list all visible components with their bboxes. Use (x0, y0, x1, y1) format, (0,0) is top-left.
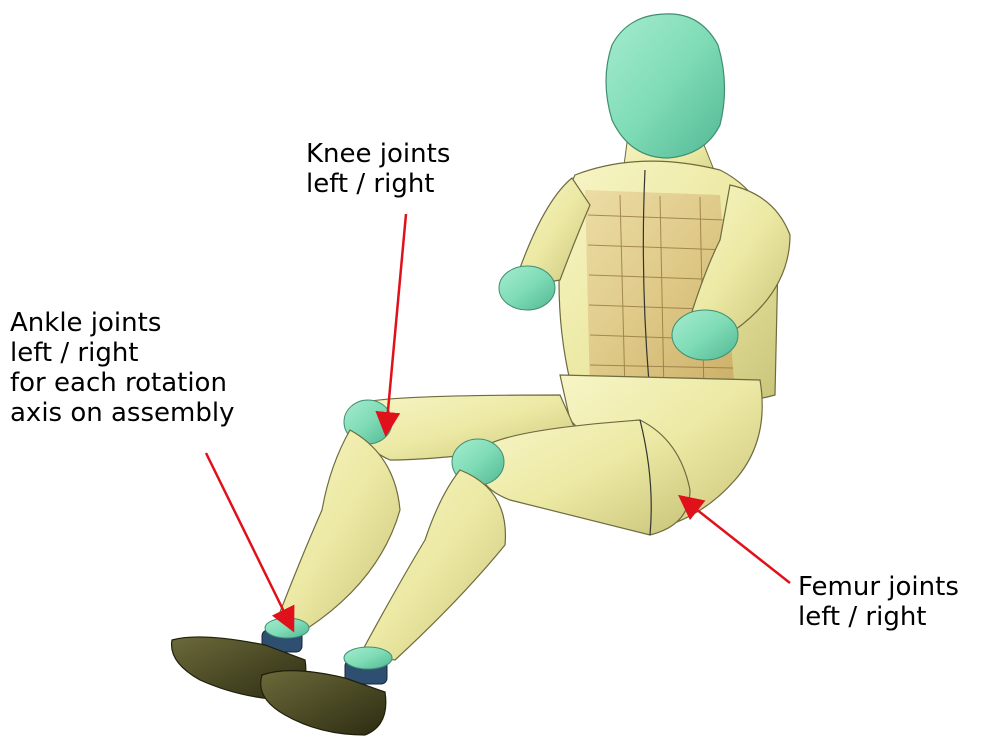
ankle-label-line-2: left / right (10, 338, 234, 368)
ankle-joints-label: Ankle joints left / right for each rotat… (10, 308, 234, 428)
head (606, 14, 725, 158)
ankle-label-line-4: axis on assembly (10, 398, 234, 428)
right-ankle-assembly (344, 647, 392, 684)
left-shin (275, 430, 400, 628)
knee-joints-label: Knee joints left / right (306, 139, 450, 199)
femur-joints-label: Femur joints left / right (798, 572, 959, 632)
knee-label-line-1: Knee joints (306, 139, 450, 169)
femur-label-line-1: Femur joints (798, 572, 959, 602)
ankle-label-line-1: Ankle joints (10, 308, 234, 338)
femur-label-line-2: left / right (798, 602, 959, 632)
ankle-arrow (206, 453, 292, 628)
ankle-label-line-3: for each rotation (10, 368, 234, 398)
femur-arrow (682, 498, 790, 583)
knee-label-line-2: left / right (306, 169, 450, 199)
